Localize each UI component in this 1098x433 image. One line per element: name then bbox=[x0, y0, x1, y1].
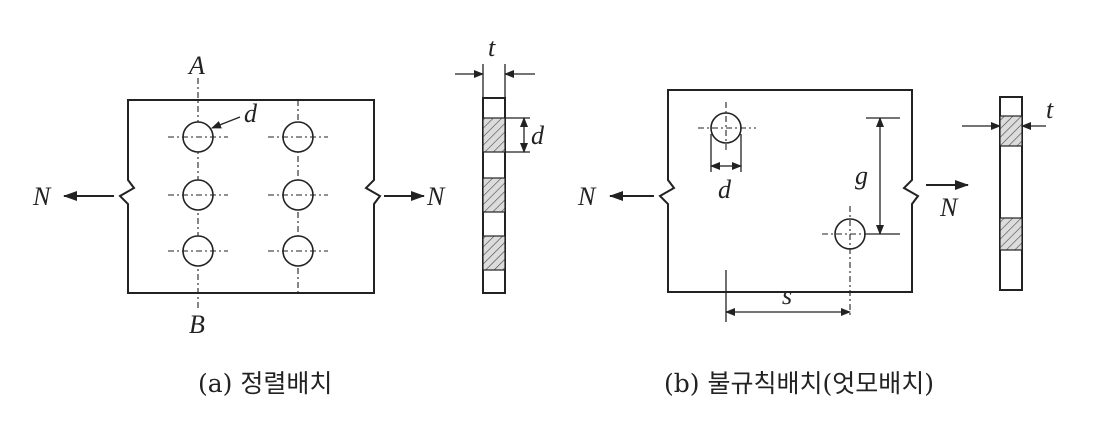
diagram-a: A B d N N bbox=[32, 33, 545, 398]
d-leader bbox=[211, 116, 241, 129]
label-g: g bbox=[855, 161, 868, 190]
label-n-left: N bbox=[32, 182, 52, 211]
label-t-b: t bbox=[1046, 95, 1054, 124]
section-view-a: t d bbox=[455, 33, 545, 294]
section-view-b: t bbox=[962, 95, 1054, 291]
label-d: d bbox=[244, 99, 258, 128]
label-a: A bbox=[187, 51, 205, 80]
label-s: s bbox=[782, 281, 792, 310]
plate-b-outline bbox=[658, 89, 920, 293]
caption-b: (b) 불규칙배치(엇모배치) bbox=[664, 369, 934, 398]
caption-a: (a) 정렬배치 bbox=[198, 369, 332, 398]
plate-a-outline bbox=[118, 99, 382, 294]
label-t-a: t bbox=[488, 33, 496, 62]
label-n-left-b: N bbox=[577, 182, 597, 211]
holes-a bbox=[168, 121, 328, 267]
label-b: B bbox=[189, 310, 205, 339]
diagram-b: d g s N N t (b) 불규칙배치(엇모배치) bbox=[577, 89, 1054, 398]
label-n-right-b: N bbox=[939, 193, 959, 222]
label-d-b: d bbox=[718, 175, 732, 204]
label-d-section: d bbox=[531, 121, 545, 150]
label-n-right: N bbox=[426, 182, 446, 211]
